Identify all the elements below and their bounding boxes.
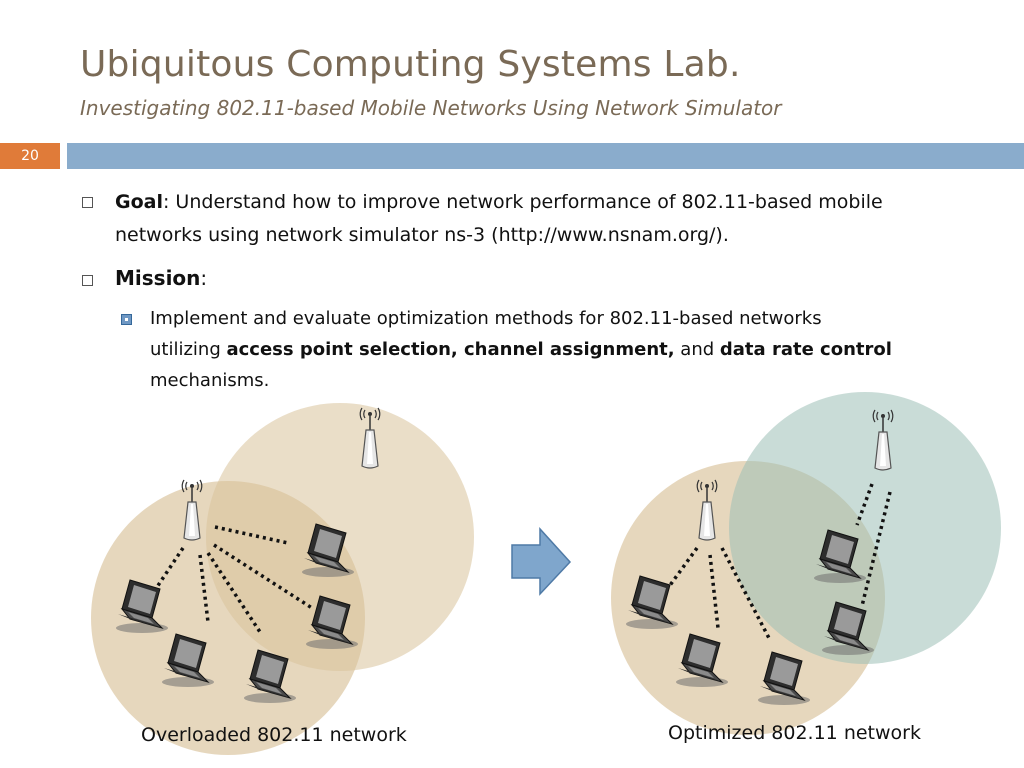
mission-sep: : bbox=[200, 266, 208, 290]
mission-bold-1: access point selection, channel assignme… bbox=[226, 339, 675, 360]
mission-bullet: Mission: bbox=[115, 262, 207, 295]
slide-subtitle: Investigating 802.11-based Mobile Networ… bbox=[80, 96, 782, 120]
bullet-square-icon bbox=[82, 275, 93, 286]
mission-sub-bullet: Implement and evaluate optimization meth… bbox=[150, 303, 1000, 396]
header-band bbox=[67, 143, 1024, 169]
transition-arrow-icon bbox=[511, 527, 572, 596]
overloaded-network-diagram bbox=[91, 403, 474, 755]
goal-text-1: Understand how to improve network perfor… bbox=[169, 191, 883, 213]
optimized-network-diagram bbox=[611, 392, 1001, 735]
bullet-square-icon bbox=[82, 197, 93, 208]
goal-bullet: Goal: Understand how to improve network … bbox=[115, 186, 995, 252]
mission-line-1: Implement and evaluate optimization meth… bbox=[150, 308, 822, 329]
mission-label: Mission bbox=[115, 266, 201, 290]
goal-label: Goal bbox=[115, 191, 163, 213]
mission-bold-2: data rate control bbox=[719, 339, 892, 360]
goal-text-2: networks using network simulator ns-3 (h… bbox=[115, 224, 729, 246]
right-diagram-caption: Optimized 802.11 network bbox=[668, 722, 921, 744]
mission-line-2-prefix: utilizing bbox=[150, 339, 227, 360]
goal-sep: : bbox=[162, 191, 170, 213]
slide-title: Ubiquitous Computing Systems Lab. bbox=[80, 44, 741, 85]
slide-number: 20 bbox=[0, 143, 60, 169]
left-diagram-caption: Overloaded 802.11 network bbox=[141, 724, 407, 746]
mission-mid: and bbox=[674, 339, 720, 360]
sub-bullet-icon bbox=[121, 314, 132, 325]
mission-line-3: mechanisms. bbox=[150, 370, 270, 391]
